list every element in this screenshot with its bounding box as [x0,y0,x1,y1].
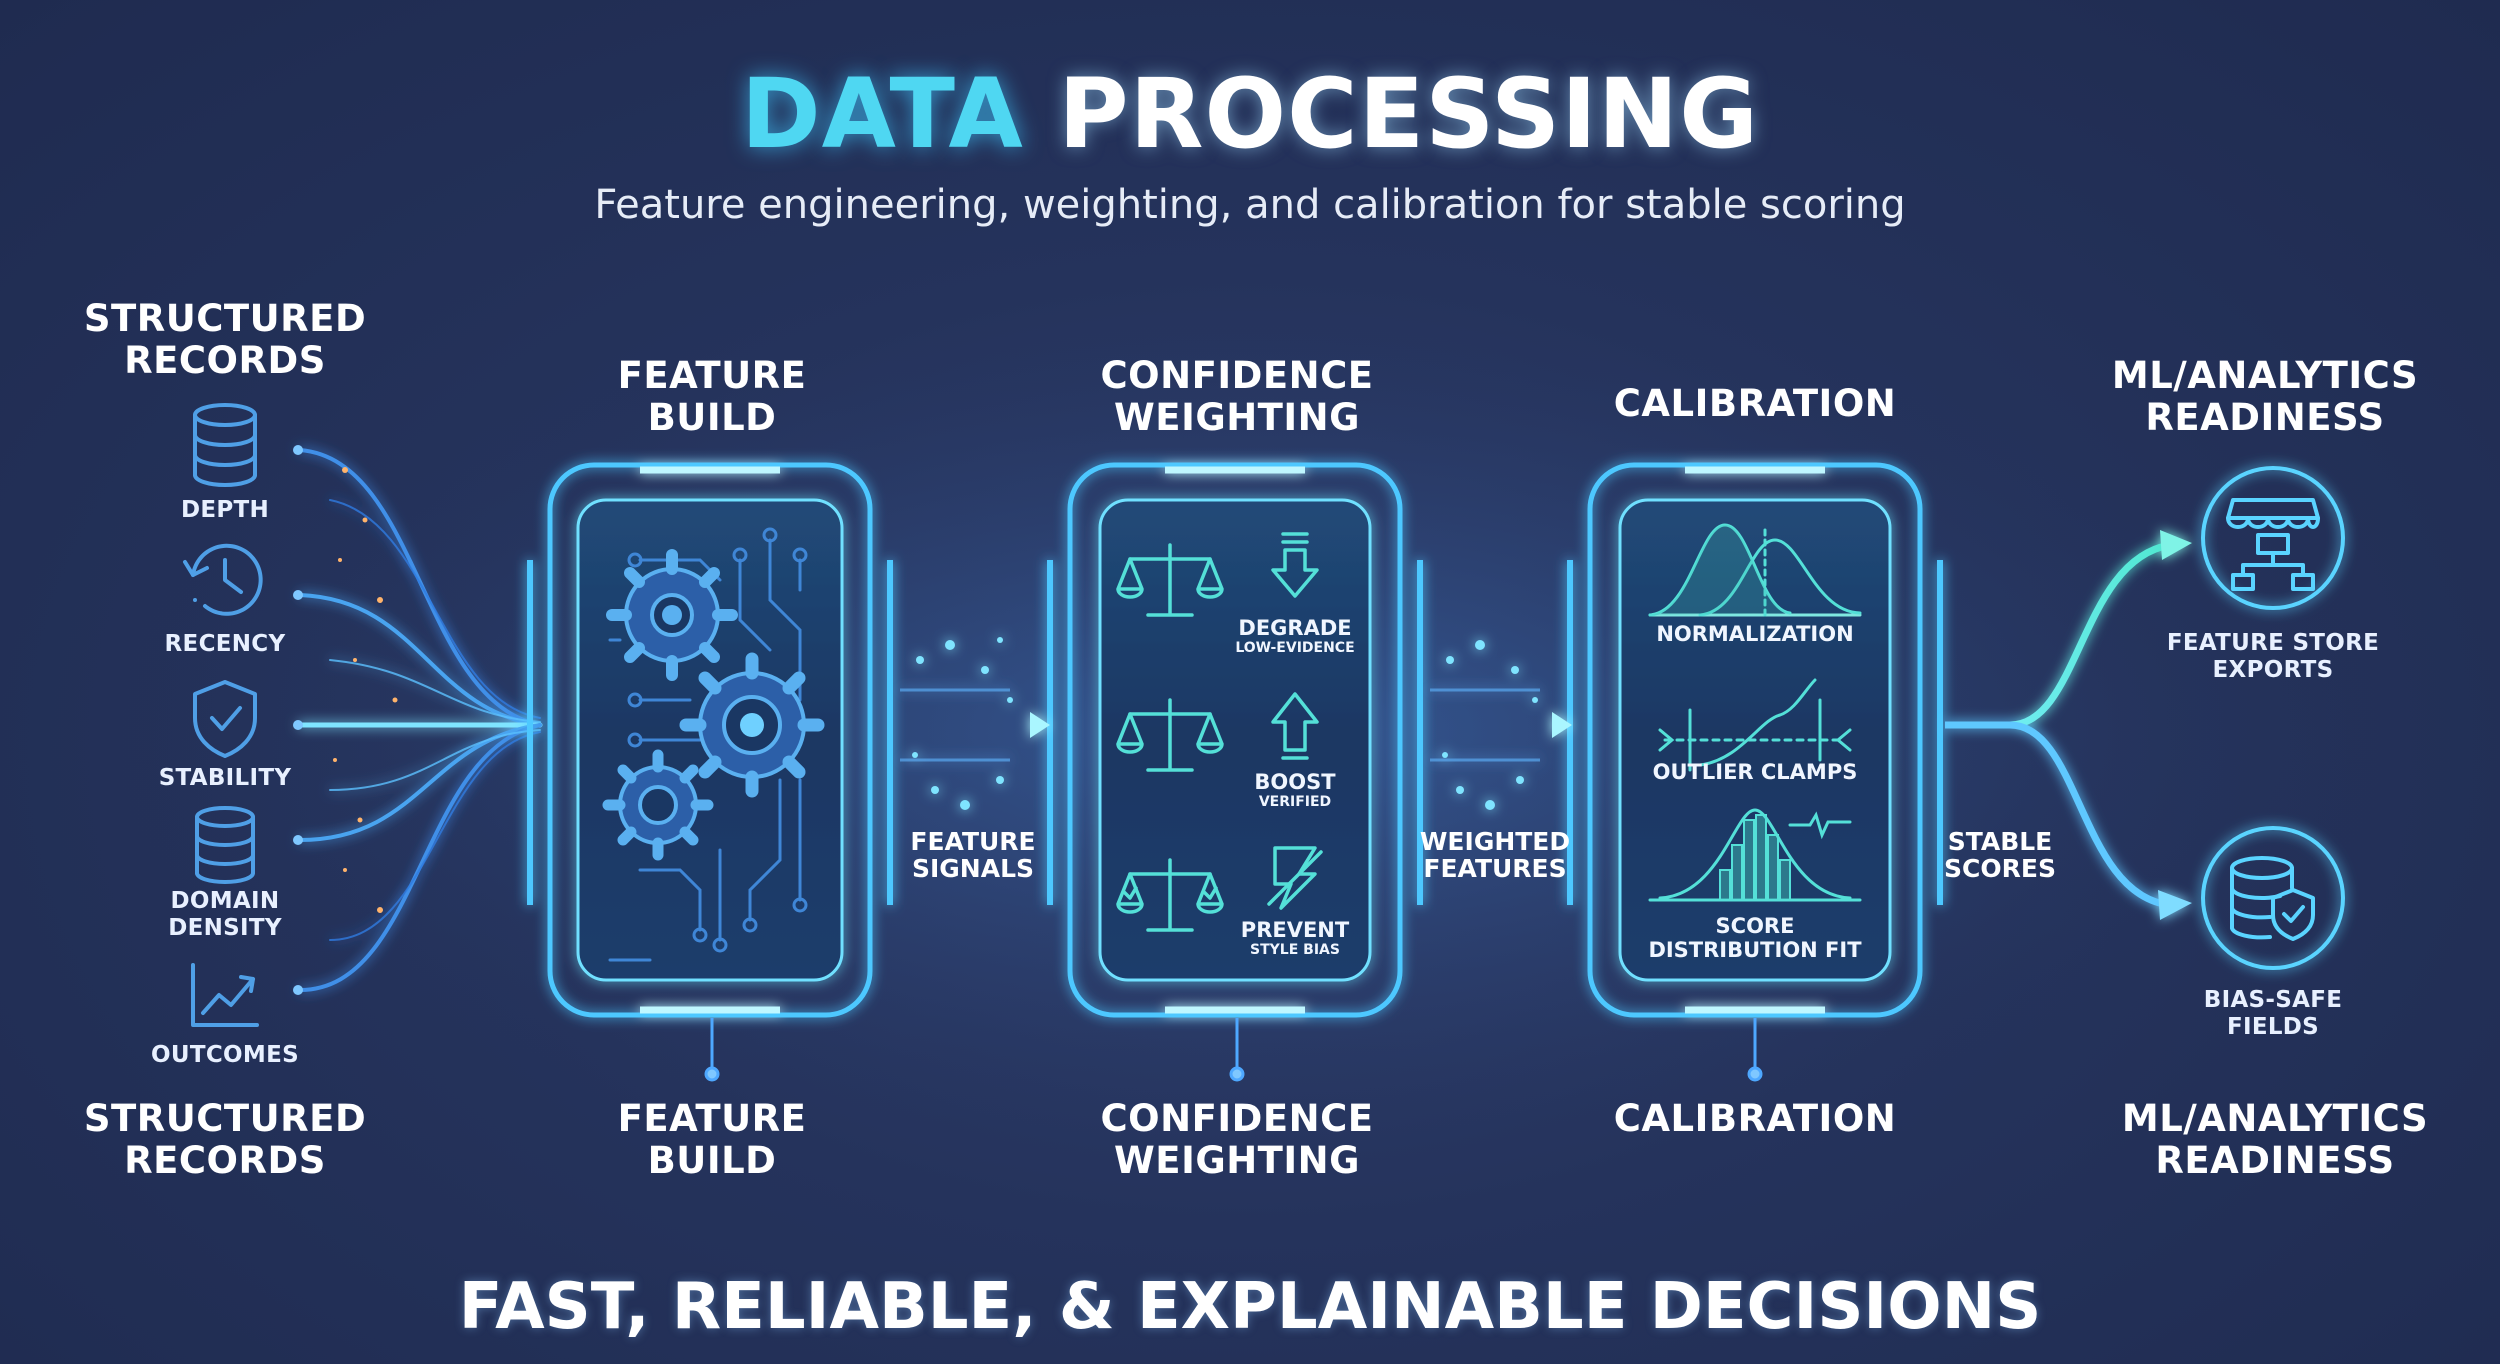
output1-line2: EXPORTS [2212,657,2334,683]
input-label-depth: DEPTH [180,497,270,523]
page-title: DATA PROCESSING [0,58,2500,170]
output-label-feature-store-exports: FEATURE STORE EXPORTS [2148,630,2398,684]
inputs-top-title: STRUCTURED RECORDS [55,298,395,382]
flow3-line2: SCORES [1944,854,2056,883]
outlier-clamps-icon [1658,678,1852,772]
stage-calibration-title: CALIBRATION [1613,382,1897,425]
scale-check-icon [1116,858,1224,932]
prevent-line2: STYLE BIAS [1250,942,1340,958]
input-label-domain-density: DOMAIN DENSITY [125,888,325,942]
flow-label-feature-signals: FEATURE SIGNALS [888,828,1058,882]
output2-line1: BIAS-SAFE [2203,987,2343,1013]
scale-icon [1116,543,1224,617]
degrade-low-evidence-label: DEGRADE LOW-EVIDENCE [1225,616,1365,657]
inputs-top-title-line2: RECORDS [124,339,326,382]
input-label-domain-density-line1: DOMAIN [170,888,280,914]
output-flow-lines [1945,530,2192,920]
flow-arrows [895,637,1572,810]
stage2-footer-line2: WEIGHTING [1113,1139,1361,1182]
weighting-icons [1116,532,1323,932]
storefront-network-icon [2201,466,2345,610]
stage2-footer-line1: CONFIDENCE [1100,1097,1374,1140]
stage-confidence-weighting-title: CONFIDENCE WEIGHTING [1062,355,1412,439]
score-distribution-fit-label: SCORE DISTRIBUTION FIT [1630,914,1880,962]
outputs-top-title-line2: READINESS [2145,396,2385,439]
title-accent: DATA [740,58,1024,170]
gears-circuit-icon [602,527,825,962]
arrow-up-icon [1271,692,1319,760]
flow-label-stable-scores: STABLE SCORES [1915,828,2085,882]
input-icons [183,403,263,1027]
outlier-clamps-label: OUTLIER CLAMPS [1652,760,1858,784]
flow1-line2: SIGNALS [911,854,1035,883]
stage1-title-line1: FEATURE [617,354,807,397]
flow1-line1: FEATURE [910,827,1036,856]
stage2-title-line1: CONFIDENCE [1100,354,1374,397]
input-connector-dots [293,445,303,995]
scale-icon [1116,698,1224,772]
output1-line1: FEATURE STORE [2166,630,2380,656]
input-label-domain-density-line2: DENSITY [168,915,282,941]
stage-confidence-weighting-footer: CONFIDENCE WEIGHTING [1062,1098,1412,1182]
normalization-chart-icon [1648,523,1862,617]
degrade-line1: DEGRADE [1238,616,1352,640]
stage2-title-line2: WEIGHTING [1113,396,1361,439]
flow3-line1: STABLE [1947,827,2053,856]
output-label-bias-safe-fields: BIAS-SAFE FIELDS [2148,987,2398,1041]
inputs-bottom-title-line1: STRUCTURED [83,1097,367,1140]
footer-tagline: FAST, RELIABLE, & EXPLAINABLE DECISIONS [458,1270,2042,1344]
inputs-bottom-title-line2: RECORDS [124,1139,326,1182]
normalization-label: NORMALIZATION [1656,622,1854,646]
input-label-recency: RECENCY [164,631,286,657]
output2-line2: FIELDS [2226,1014,2320,1040]
stage-feature-build-footer: FEATURE BUILD [562,1098,862,1182]
stage-calibration-footer: CALIBRATION [1613,1097,1897,1140]
page-subtitle: Feature engineering, weighting, and cali… [594,182,1906,228]
inputs-bottom-title: STRUCTURED RECORDS [55,1098,395,1182]
calibration-charts [1648,523,1862,902]
arrow-down-icon [1271,532,1319,598]
inputs-top-title-line1: STRUCTURED [83,297,367,340]
input-flow-lines [297,448,543,992]
outputs-bottom-title-line2: READINESS [2155,1139,2395,1182]
distribution-fit-icon [1648,808,1862,902]
stage1-footer-line2: BUILD [647,1139,777,1182]
input-sparks [333,467,398,913]
stage-feature-build-title: FEATURE BUILD [562,355,862,439]
prevent-line1: PREVENT [1240,918,1350,942]
flow2-line2: FEATURES [1423,854,1567,883]
flow-label-weighted-features: WEIGHTED FEATURES [1410,828,1580,882]
title-main: PROCESSING [1058,58,1760,170]
database-shield-icon [2201,826,2345,970]
input-label-stability: STABILITY [158,765,292,791]
degrade-line2: LOW-EVIDENCE [1235,640,1355,656]
stage1-title-line2: BUILD [647,396,777,439]
boost-verified-label: BOOST VERIFIED [1225,770,1365,811]
bias-slash-icon [1267,846,1323,910]
outputs-bottom-title: ML/ANALYTICS READINESS [2090,1098,2460,1182]
boost-line2: VERIFIED [1258,794,1332,810]
flow2-line1: WEIGHTED [1419,827,1571,856]
outputs-top-title-line1: ML/ANALYTICS [2111,354,2419,397]
outputs-bottom-title-line1: ML/ANALYTICS [2121,1097,2429,1140]
boost-line1: BOOST [1254,770,1336,794]
stage1-footer-line1: FEATURE [617,1097,807,1140]
score-dist-line1: SCORE [1715,914,1795,938]
input-label-outcomes: OUTCOMES [151,1042,299,1068]
score-dist-line2: DISTRIBUTION FIT [1648,938,1862,962]
prevent-style-bias-label: PREVENT STYLE BIAS [1225,918,1365,959]
outputs-top-title: ML/ANALYTICS READINESS [2080,355,2450,439]
